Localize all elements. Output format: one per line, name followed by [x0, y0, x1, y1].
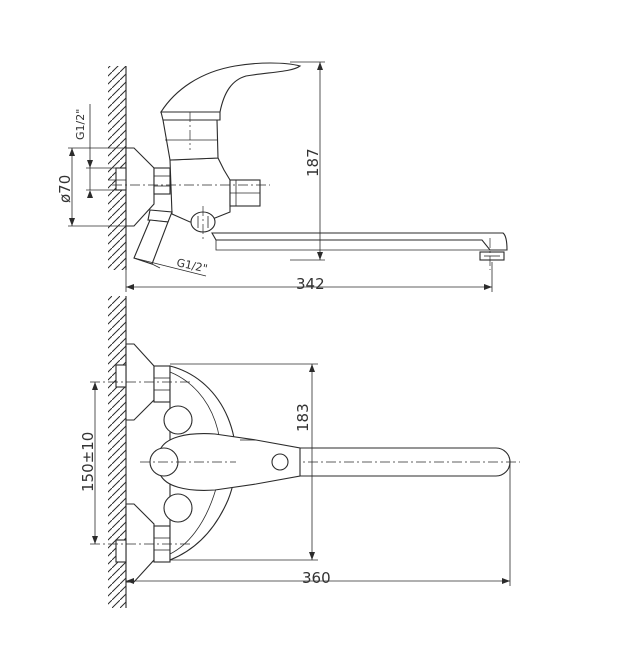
center-lines-top [90, 381, 236, 545]
dimension-150: 150±10 [79, 382, 98, 544]
dimension-360: 360 [126, 462, 511, 587]
top-view: 150±10 183 360 [79, 296, 520, 608]
side-view: 187 342 ø70 G1/2" [56, 61, 508, 293]
dimension-183: 183 [170, 363, 318, 561]
dimension-183-label: 183 [294, 403, 312, 432]
thread-vertical-label: G1/2" [74, 109, 87, 140]
dimension-187-label: 187 [304, 148, 322, 177]
lever-handle-side [159, 62, 302, 121]
mixer-body-side [162, 119, 231, 223]
dimension-342-label: 342 [296, 275, 325, 293]
thread-diagonal-label: G1/2" [175, 256, 208, 275]
eccentric-nut-side [153, 167, 171, 195]
spout-side [190, 211, 508, 261]
diverter-knob-side [229, 179, 261, 207]
thread-callout-vertical: G1/2" [74, 104, 116, 198]
escutcheon-top-lower [115, 503, 171, 583]
center-lines-side [112, 112, 491, 270]
dimension-342: 342 [125, 262, 493, 293]
thread-callout-diagonal: G1/2" [133, 256, 209, 277]
dimension-diameter-70: ø70 [56, 147, 128, 227]
dimension-150-label: 150±10 [79, 432, 97, 492]
dimension-diameter-label: ø70 [56, 175, 74, 203]
dimension-187: 187 [290, 61, 325, 261]
dimension-360-label: 360 [302, 569, 331, 587]
